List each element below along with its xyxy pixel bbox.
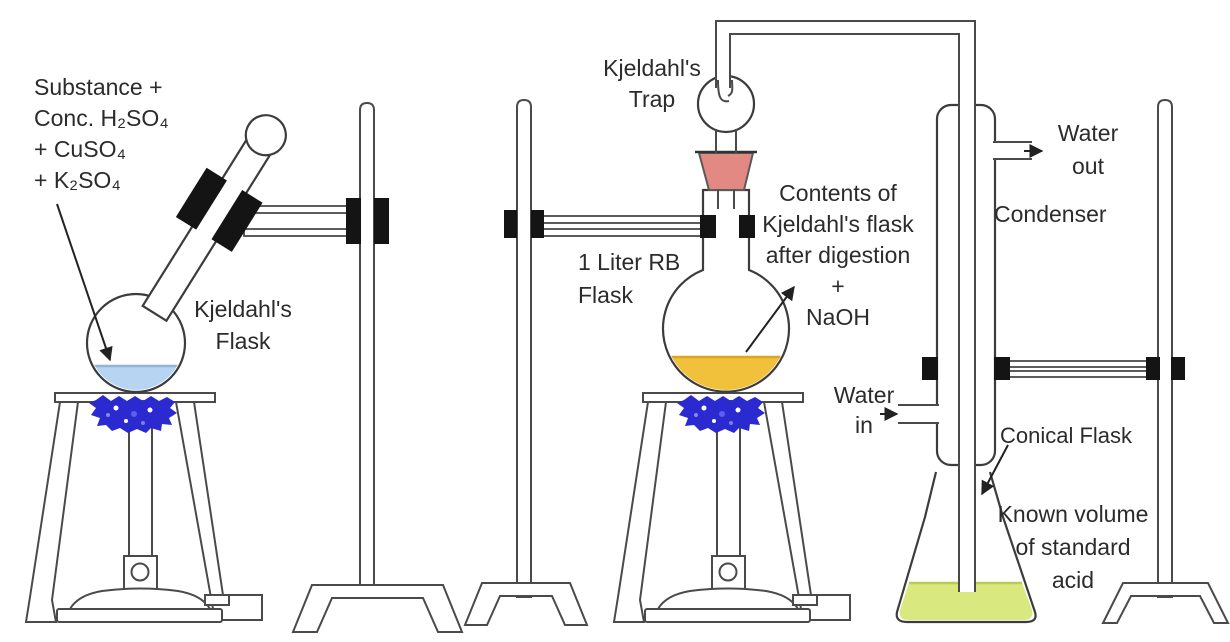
label-line: Flask [578, 282, 633, 308]
label-line: Kjeldahl's [603, 55, 701, 81]
stand-rod [359, 101, 375, 598]
burner-air-hole [130, 562, 150, 582]
label-line: in [855, 412, 873, 438]
label-line: Flask [215, 328, 271, 354]
label-line: Kjeldahl's flask [762, 211, 914, 237]
clamp-block [994, 357, 1010, 380]
conical-flask-liquid [899, 583, 1033, 620]
label-line: Trap [628, 86, 676, 112]
label-line: Substance + [34, 74, 163, 100]
retort-stand-middle [463, 98, 589, 626]
stand-rod [1157, 98, 1173, 598]
label-rb-flask: 1 Liter RB Flask [578, 246, 708, 312]
stand-base [463, 582, 589, 626]
label-line: out [1072, 153, 1104, 179]
neck-clamp-jaw [211, 190, 263, 252]
rubber-stopper [697, 152, 755, 191]
burner-flame-middle [677, 395, 765, 433]
burner-base-dome [68, 587, 212, 610]
clamp-block [374, 198, 389, 244]
clamp-block [531, 210, 544, 238]
clamp-block [922, 357, 938, 380]
label-line: after digestion [765, 242, 911, 268]
flame-speckle [124, 419, 128, 423]
flame-speckle [113, 405, 119, 411]
clamp-block [700, 215, 716, 238]
label-line: Conical Flask [1000, 423, 1133, 448]
clamp-arm-condenser [1008, 360, 1148, 378]
kjeldahl-flask-mouth-bulb [244, 114, 287, 157]
neck-clamp-jaw [175, 167, 227, 230]
burner-gas-pipe [204, 594, 230, 606]
label-line: acid [1051, 567, 1095, 593]
conical-flask-outline [895, 471, 1037, 624]
delivery-tube [715, 20, 976, 592]
flame-speckle [141, 421, 145, 425]
retort-stand-right [1101, 98, 1230, 624]
kjeldahl-flask [85, 114, 287, 394]
clamp-blocks [346, 198, 1185, 380]
flame-speckle [147, 407, 153, 413]
label-line: of standard [1015, 534, 1131, 560]
tripod-left-leg [24, 401, 80, 623]
label-line: Conc. H₂SO₄ [34, 105, 169, 131]
label-water-out: Water out [1040, 117, 1136, 183]
kjeldahl-flask-neck [141, 114, 287, 323]
burner-flame-left [89, 395, 177, 433]
label-conical-flask: Conical Flask [1000, 420, 1132, 451]
flame-speckle [106, 413, 110, 417]
tripod-right-leg [174, 401, 263, 621]
label-digestion-mixture: Substance + Conc. H₂SO₄ + CuSO₄ + K₂SO₄ [34, 72, 214, 196]
water-in-arm [898, 404, 939, 424]
clamp-block [504, 210, 517, 238]
conical-flask-pointer-arrow [981, 444, 1009, 496]
retort-stand-left [291, 101, 464, 633]
label-line: + CuSO₄ [34, 136, 126, 162]
label-line: + K₂SO₄ [34, 167, 121, 193]
clamp-arm-left [243, 205, 349, 237]
water-out-arm [993, 141, 1032, 160]
label-kjeldahl-flask: Kjeldahl's Flask [176, 293, 310, 357]
label-line: 1 Liter RB [578, 249, 681, 275]
label-kjeldahl-trap: Kjeldahl's Trap [593, 53, 711, 115]
label-line: Water [1057, 120, 1119, 146]
label-flask-contents: Contents of Kjeldahl's flask after diges… [752, 178, 924, 333]
flame-speckle [131, 411, 137, 417]
label-line: Condenser [994, 201, 1107, 227]
trap-inlet-hook [727, 79, 734, 97]
clamp-arm-middle [542, 215, 702, 237]
label-line: NaOH [806, 304, 870, 330]
label-line: Kjeldahl's [194, 296, 292, 322]
trap-inlet-hook [717, 79, 730, 103]
mixture-pointer-arrow [56, 203, 113, 362]
stand-rod [516, 98, 532, 598]
contents-pointer-arrow [745, 285, 795, 353]
stand-base [1101, 582, 1230, 624]
label-standard-acid: Known volume of standard acid [984, 498, 1162, 597]
label-line: Known volume [997, 501, 1149, 527]
label-condenser: Condenser [994, 199, 1107, 230]
label-line: Contents of [779, 180, 897, 206]
label-line: + [831, 273, 845, 299]
clamp-block [1146, 357, 1160, 380]
clamp-block [346, 198, 361, 244]
label-water-in: Water in [826, 380, 902, 440]
label-line: Water [833, 382, 895, 408]
stand-base [291, 584, 464, 633]
clamp-block [1171, 357, 1185, 380]
burner-base-plate [56, 608, 223, 623]
clamp-block [739, 215, 755, 238]
